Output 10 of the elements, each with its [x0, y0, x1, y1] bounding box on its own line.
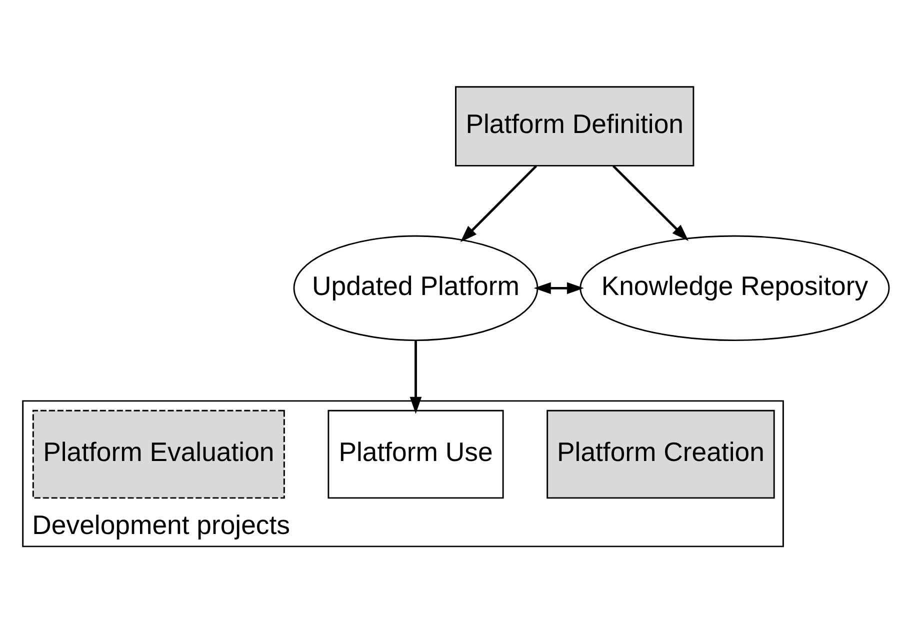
arrow — [612, 164, 689, 240]
node-ellipse: Updated Platform — [293, 234, 538, 341]
node-ellipse: Knowledge Repository — [580, 234, 890, 341]
arrow — [534, 282, 584, 294]
node-box: Platform Creation — [546, 409, 775, 498]
node-box: Platform Evaluation — [32, 409, 285, 498]
arrow — [410, 340, 422, 414]
node-box: Platform Use — [328, 409, 504, 498]
node-box: Platform Definition — [455, 86, 694, 166]
arrow — [460, 164, 538, 242]
